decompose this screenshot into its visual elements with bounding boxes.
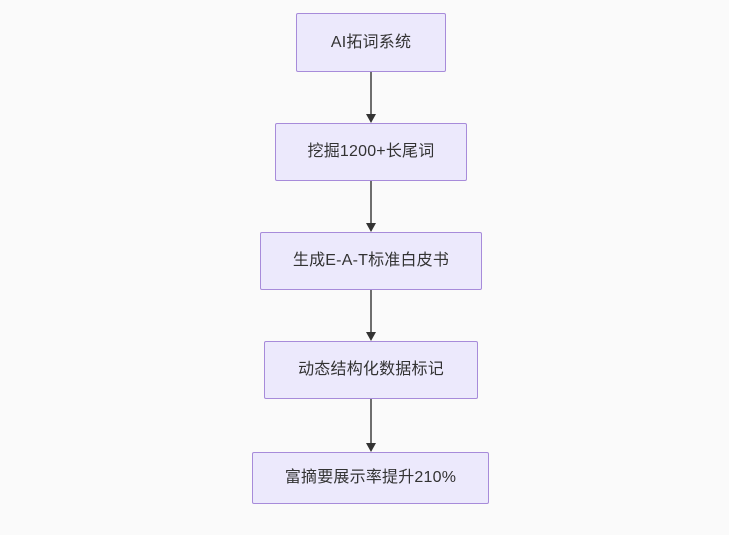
edge-line [370, 290, 372, 333]
flow-node-mine-longtail-keywords[interactable]: 挖掘1200+长尾词 [275, 123, 467, 181]
arrowhead-icon [366, 114, 376, 123]
edge-line [370, 181, 372, 224]
flow-node-generate-eat-whitepaper[interactable]: 生成E-A-T标准白皮书 [260, 232, 482, 290]
flow-node-label: 生成E-A-T标准白皮书 [292, 252, 450, 269]
flow-node-dynamic-structured-data-markup[interactable]: 动态结构化数据标记 [264, 341, 478, 399]
flow-node-rich-snippet-impression-lift[interactable]: 富摘要展示率提升210% [252, 452, 489, 504]
flow-node-ai-keyword-system[interactable]: AI拓词系统 [296, 13, 446, 72]
flow-node-label: AI拓词系统 [330, 33, 412, 51]
edge-line [370, 72, 372, 115]
arrowhead-icon [366, 332, 376, 341]
arrowhead-icon [366, 223, 376, 232]
edge-line [370, 399, 372, 444]
arrowhead-icon [366, 443, 376, 452]
flow-node-label: 挖掘1200+长尾词 [307, 143, 435, 160]
flow-node-label: 富摘要展示率提升210% [284, 469, 457, 486]
flow-node-label: 动态结构化数据标记 [298, 361, 444, 378]
